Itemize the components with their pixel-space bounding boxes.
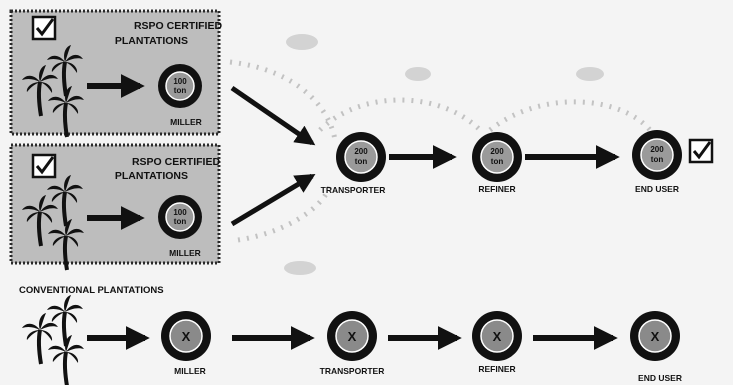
decorative-blobs [284, 34, 604, 275]
transporter-label: TRANSPORTER [321, 185, 386, 195]
miller-circle-2: 100 ton [158, 195, 202, 239]
dotted-arcs [229, 59, 652, 243]
end-user-unit: ton [651, 155, 664, 164]
box1-miller-label: MILLER [170, 117, 202, 127]
transporter-node: 200 ton [336, 132, 386, 182]
end-user-node: 200 ton [632, 130, 682, 180]
refiner-unit: ton [491, 157, 504, 166]
conventional-miller-node: X [161, 311, 211, 361]
transporter-unit: ton [355, 157, 368, 166]
conventional-heading: CONVENTIONAL PLANTATIONS [19, 285, 164, 296]
box2-title-line2: PLANTATIONS [115, 170, 188, 182]
box2-title-line1: RSPO CERTIFIED [132, 156, 221, 168]
checked-box-icon [688, 138, 714, 164]
miller-2-amount: 100 [173, 208, 187, 217]
box2-miller-label: MILLER [169, 248, 201, 258]
x-mark-icon: X [182, 329, 191, 344]
conventional-refiner-node: X [472, 311, 522, 361]
arrow-icon [230, 85, 316, 146]
conventional-end-user-node: X [630, 311, 680, 361]
box1-title-line1: RSPO CERTIFIED [134, 20, 223, 32]
rspo-box-1: RSPO CERTIFIED PLANTATIONS 100 ton MILLE… [9, 9, 223, 139]
conventional-refiner-label: REFINER [478, 364, 515, 374]
refiner-label: REFINER [478, 184, 515, 194]
x-mark-icon: X [348, 329, 357, 344]
box1-title-line2: PLANTATIONS [115, 35, 188, 47]
conventional-transporter-label: TRANSPORTER [320, 366, 385, 376]
checked-box-icon [31, 15, 57, 41]
end-user-amount: 200 [650, 145, 664, 154]
palm-tree-icon [45, 293, 85, 348]
transporter-amount: 200 [354, 147, 368, 156]
conventional-miller-label: MILLER [174, 366, 206, 376]
miller-1-amount: 100 [173, 77, 187, 86]
x-mark-icon: X [651, 329, 660, 344]
arrow-icon [230, 173, 316, 227]
palm-tree-icon [46, 333, 86, 385]
refiner-node: 200 ton [472, 132, 522, 182]
conventional-end-user-label: END USER [638, 373, 682, 383]
x-mark-icon: X [493, 329, 502, 344]
refiner-amount: 200 [490, 147, 504, 156]
checked-box-icon [31, 153, 57, 179]
miller-circle-1: 100 ton [158, 64, 202, 108]
conventional-transporter-node: X [327, 311, 377, 361]
end-user-label: END USER [635, 184, 679, 194]
miller-2-unit: ton [174, 217, 187, 226]
rspo-box-2: RSPO CERTIFIED PLANTATIONS 100 ton MILLE… [9, 143, 221, 272]
miller-1-unit: ton [174, 86, 187, 95]
